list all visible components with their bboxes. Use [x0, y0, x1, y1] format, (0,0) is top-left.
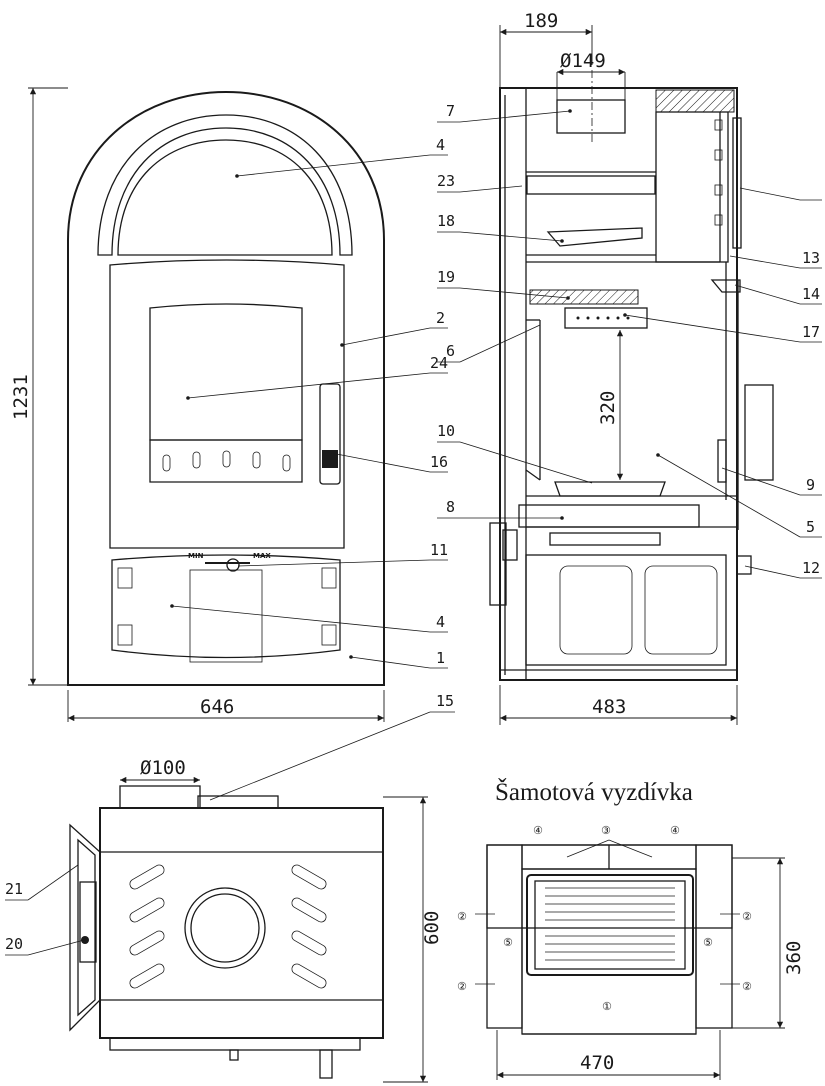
front-width-dim: 646 [200, 696, 234, 718]
side-section-view: 189 Ø149 320 483 [437, 10, 822, 725]
label-5: 5 [806, 518, 815, 536]
label-24: 24 [430, 354, 448, 372]
top-diameter-dim: Ø100 [140, 757, 186, 779]
lining-width-dim: 470 [580, 1052, 614, 1074]
front-height-dim: 1231 [10, 374, 32, 420]
label-17: 18 [437, 212, 455, 230]
lining-title: Šamotová vyzdívka [495, 777, 693, 806]
front-leaders [170, 154, 448, 669]
door-handle-side [744, 384, 774, 481]
label-11-side: 12 [802, 559, 820, 577]
lining-label-2-tl: ② [457, 910, 467, 923]
label-21: 21 [5, 880, 23, 898]
front-view: MIN MAX 1231 646 [10, 87, 448, 722]
lining-label-5-left: ⑤ [503, 936, 513, 949]
grate-bars [545, 887, 675, 961]
lining-label-3: ③ [601, 824, 611, 837]
front-outline [67, 90, 385, 686]
top-flue [119, 785, 201, 809]
label-9: 9 [806, 476, 815, 494]
label-19: 23 [437, 172, 455, 190]
label-8: 8 [446, 498, 455, 516]
door-handle [319, 383, 341, 485]
top-vent-slots [129, 864, 327, 989]
grate [554, 481, 666, 497]
label-11-front: 11 [430, 541, 448, 559]
top-insulation [655, 89, 735, 113]
flue-diameter-dim: Ø149 [560, 50, 606, 72]
door-frame [109, 259, 345, 549]
top-flue-circle [184, 887, 266, 969]
label-3: 4 [436, 136, 445, 154]
baffle-17 [546, 227, 643, 247]
label-1: 1 [436, 649, 445, 667]
label-6: 6 [446, 342, 455, 360]
lining-label-2-br: ② [742, 980, 752, 993]
label-2: 2 [436, 309, 445, 327]
ash-tray [518, 504, 700, 528]
side-offset-dim: 189 [524, 10, 558, 32]
front-arch [97, 114, 353, 256]
lining-label-5-right: ⑤ [703, 936, 713, 949]
drawer-panel [189, 569, 263, 663]
lining-label-2-bl: ② [457, 980, 467, 993]
lining-grate [526, 874, 694, 976]
side-outline [499, 87, 738, 681]
ash-drawer [111, 554, 341, 659]
label-14: 17 [802, 323, 820, 341]
flue-collar [556, 99, 626, 134]
label-16: 16 [430, 453, 448, 471]
label-20: 20 [5, 935, 23, 953]
glass-bottom-band [149, 439, 303, 483]
lining-depth-dim: 360 [783, 941, 805, 975]
top-depth-dim: 600 [421, 911, 443, 945]
firebox-height-dim: 320 [597, 391, 619, 425]
front-arch-inner [117, 139, 333, 256]
top-outline [99, 807, 384, 1039]
label-15: 15 [436, 692, 454, 710]
air-slots [162, 450, 291, 472]
label-13: 14 [802, 285, 820, 303]
label-4: 4 [436, 613, 445, 631]
lining-label-1: ① [602, 1000, 612, 1013]
baffle-18 [529, 289, 639, 305]
lining-label-2-tr: ② [742, 910, 752, 923]
label-12: 13 [802, 249, 820, 267]
side-width-dim: 483 [592, 696, 626, 718]
label-7: 7 [446, 102, 455, 120]
side-leaders [437, 109, 822, 579]
label-10: 10 [437, 422, 455, 440]
lining-label-4-right: ④ [670, 824, 680, 837]
door-glass [149, 303, 303, 441]
top-view: Ø100 600 15 21 20 [5, 692, 455, 1083]
lining-label-4-left: ④ [533, 824, 543, 837]
label-18: 19 [437, 268, 455, 286]
lining-view: Šamotová vyzdívka ④ ③ ④ ② ② [457, 777, 805, 1080]
